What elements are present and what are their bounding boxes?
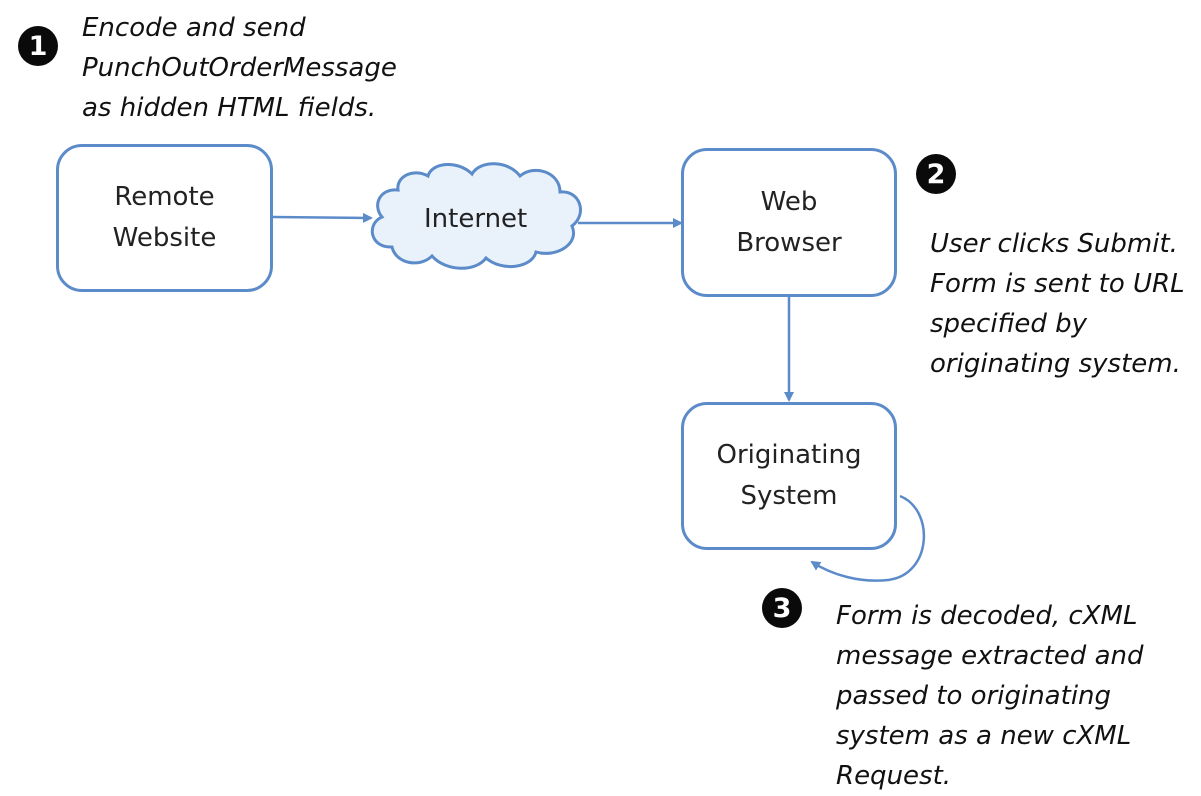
step-2-badge: 2 (916, 154, 956, 194)
step-3-badge: 3 (762, 588, 802, 628)
originating-system-node: Originating System (681, 402, 897, 550)
remote-website-label: Remote Website (112, 182, 217, 253)
step-1-note: Encode and send PunchOutOrderMessage as … (82, 13, 397, 123)
arrow-originating-loop (810, 494, 926, 582)
step-2-note: User clicks Submit. Form is sent to URL … (930, 229, 1185, 379)
step-3-note: Form is decoded, cXML message extracted … (836, 601, 1144, 791)
internet-label: Internet (424, 204, 528, 234)
web-browser-node: Web Browser (681, 148, 897, 297)
arrow-remote-to-internet (272, 212, 373, 223)
step-1-number: 1 (28, 30, 48, 62)
remote-website-node: Remote Website (56, 144, 273, 292)
step-2-number: 2 (926, 158, 946, 190)
web-browser-label: Web Browser (736, 186, 842, 258)
step-3-number: 3 (772, 592, 792, 624)
originating-system-label: Originating System (716, 440, 862, 511)
internet-cloud-shape (370, 162, 582, 270)
step-1-badge: 1 (18, 26, 58, 66)
